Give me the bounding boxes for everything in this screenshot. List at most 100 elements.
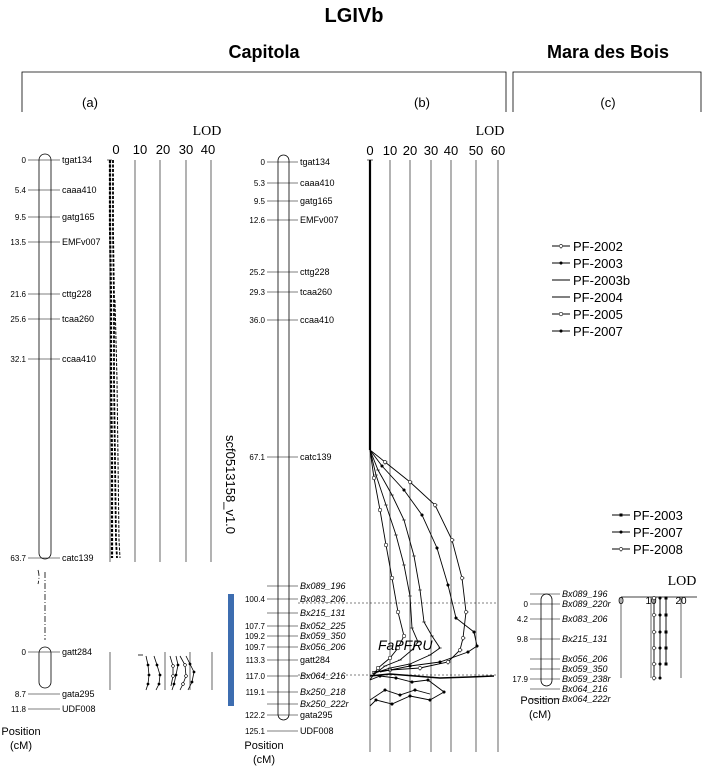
tick-c-10: 10 (645, 596, 657, 607)
map-b-pos-12: 109.2 (245, 632, 266, 641)
map-a-pos-3: 13.5 (10, 238, 26, 247)
map-b-marker-15: Bx064_216 (300, 671, 346, 681)
map-b-pos-3: 12.6 (249, 216, 265, 225)
map-b-pos-18: 122.2 (245, 711, 266, 720)
panel-label-b: (b) (414, 95, 430, 110)
map-a-pos-2: 9.5 (15, 213, 27, 222)
curve-a-b5 (185, 655, 196, 691)
map-a-pos-6: 32.1 (10, 355, 26, 364)
map-b-pos-11: 107.7 (245, 622, 266, 631)
tick-b-60: 60 (491, 143, 505, 158)
tick-a-20: 20 (156, 142, 170, 157)
curve-a-3 (114, 299, 121, 559)
legend-b-label-1: PF-2003 (573, 256, 623, 271)
tick-b-20: 20 (403, 143, 417, 158)
map-b-pos-6: 36.0 (249, 316, 265, 325)
tick-a-10: 10 (133, 142, 147, 157)
map-a-marker-2: gatg165 (62, 212, 95, 222)
panel-label-c: (c) (600, 95, 615, 110)
lod-label-c: LOD (668, 574, 697, 589)
map-b-marker-10: Bx215_131 (300, 608, 346, 618)
curve-a-b3 (171, 655, 180, 691)
unit-label-b: (cM) (253, 754, 275, 766)
tick-b-30: 30 (424, 143, 438, 158)
map-a-marker-4: cttg228 (62, 289, 92, 299)
map-a-marker-3: EMFv007 (62, 237, 101, 247)
map-a-marker-5: tcaa260 (62, 314, 94, 324)
map-c-marker-7: Bx064_216 (562, 684, 608, 694)
tick-b-40: 40 (444, 143, 458, 158)
group-mara-des-bois: Mara des Bois (547, 42, 669, 62)
legend-b: PF-2002PF-2003PF-2003bPF-2004PF-2005PF-2… (552, 239, 630, 339)
legend-b-label-2: PF-2003b (573, 273, 630, 288)
map-c-pos-3: 9.8 (517, 635, 529, 644)
scaffold-label: scf0513158_v1.0 (223, 435, 238, 534)
curve-b-2007 (369, 674, 446, 707)
position-label-a: Position (1, 726, 40, 738)
lod-label-a: LOD (193, 124, 222, 139)
map-a-bottom-marker-2: UDF008 (62, 704, 96, 714)
map-b-marker-9: Bx083_206 (300, 594, 346, 604)
curve-a-b2 (153, 655, 162, 691)
map-a-pos-4: 21.6 (10, 290, 26, 299)
group-capitola: Capitola (228, 42, 300, 62)
map-b-pos-14: 113.3 (246, 656, 266, 665)
position-label-b: Position (244, 740, 283, 752)
bracket-capitola (21, 71, 507, 112)
curve-b-line (369, 673, 495, 679)
map-b-marker-16: Bx250_218 (300, 687, 346, 697)
map-b-pos-15: 117.0 (246, 672, 266, 681)
curve-b-2005 (369, 449, 407, 681)
map-b-pos-0: 0 (261, 158, 266, 167)
map-c-marker-1: Bx089_220r (562, 599, 612, 609)
map-b-marker-19: UDF008 (300, 726, 334, 736)
legend-c-label-0: PF-2003 (633, 508, 683, 523)
map-b-pos-9: 100.4 (245, 595, 266, 604)
map-a-pos-5: 25.6 (10, 315, 26, 324)
legend-b-label-4: PF-2005 (573, 307, 623, 322)
chromosome-c (540, 593, 553, 687)
chromosome-a-link (37, 569, 46, 640)
map-b-marker-17: Bx250_222r (300, 699, 350, 709)
map-c-marker-6: Bx059_238r (562, 674, 612, 684)
map-b-pos-4: 25.2 (249, 268, 265, 277)
map-c-pos-2: 4.2 (517, 615, 529, 624)
map-a-bottom-pos-2: 11.8 (11, 705, 27, 714)
tick-a-40: 40 (201, 142, 215, 157)
map-b-pos-7: 67.1 (249, 453, 265, 462)
curve-a-b6 (169, 655, 173, 687)
legend-c-label-2: PF-2008 (633, 542, 683, 557)
panel-label-a: (a) (82, 95, 98, 110)
map-c-pos-1: 0 (524, 600, 529, 609)
map-a-marker-6: ccaa410 (62, 354, 96, 364)
scaffold-bar (228, 594, 234, 706)
map-b-marker-2: gatg165 (300, 196, 333, 206)
map-c-marker-5: Bx059_350 (562, 664, 608, 674)
legend-b-label-3: PF-2004 (573, 290, 623, 305)
map-a-bottom-pos-1: 8.7 (15, 690, 27, 699)
map-c-marker-2: Bx083_206 (562, 614, 608, 624)
unit-label-c: (cM) (529, 709, 551, 721)
qtl-label: FaPFRU (378, 637, 433, 653)
legend-c-label-1: PF-2007 (633, 525, 683, 540)
map-a-marker-0: tgat134 (62, 155, 92, 165)
lod-curves-a-top (108, 160, 121, 559)
map-b-marker-5: tcaa260 (300, 287, 332, 297)
lod-curves-b (368, 160, 495, 707)
map-b-pos-1: 5.3 (254, 179, 266, 188)
map-c-marker-8: Bx064_222r (562, 694, 612, 704)
map-b-pos-19: 125.1 (245, 727, 266, 736)
map-a-marker-7: catc139 (62, 553, 94, 563)
map-b-marker-3: EMFv007 (300, 215, 339, 225)
map-a-pos-0: 0 (22, 156, 27, 165)
map-b-marker-8: Bx089_196 (300, 581, 346, 591)
map-a-pos-1: 5.4 (15, 186, 27, 195)
lod-curves-c (654, 598, 668, 678)
tick-a-30: 30 (179, 142, 193, 157)
curve-a-1 (108, 160, 114, 558)
legend-b-label-0: PF-2002 (573, 239, 623, 254)
map-a-pos-7: 63.7 (10, 554, 26, 563)
